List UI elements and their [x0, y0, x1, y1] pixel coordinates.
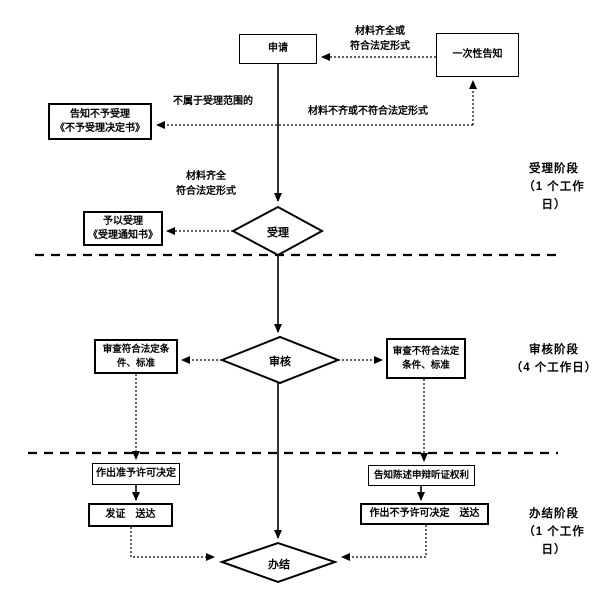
- node-accept-notice: 予以受理 《受理通知书》: [83, 211, 163, 246]
- node-grant-decision: 作出准予许可决定: [92, 463, 180, 485]
- node-apply: 申请: [239, 34, 317, 64]
- dotted-issue-to-finish: [130, 527, 215, 561]
- stage-label-review: 审核阶段 （4 个工作日）: [510, 344, 598, 374]
- finish-diamond-shape: [218, 541, 339, 584]
- node-one-time-notice: 一次性告知: [436, 33, 519, 77]
- stage-label-acceptance: 受理阶段 （1 个工作 日）: [523, 163, 585, 211]
- edge-label-not-in-scope: 不属于受理范围的: [173, 96, 253, 107]
- accept-diamond-shape: [230, 205, 325, 257]
- node-notify-rights: 告知陈述申辩听证权利: [368, 465, 475, 486]
- accept-diamond-label: 受理: [267, 227, 289, 239]
- node-review-fail: 审查不符合法定 条件、标准: [386, 338, 466, 379]
- dotted-deny-to-finish: [341, 525, 427, 561]
- edge-label-incomplete-or-invalid: 材料不齐或不符合法定形式: [308, 106, 428, 117]
- stage-label-completion: 办结阶段 （1 个工作 日）: [523, 508, 585, 556]
- node-issue-deliver: 发证 送达: [88, 503, 173, 527]
- node-reject-notice: 告知不予受理 《不予受理决定书》: [48, 103, 152, 140]
- review-diamond-shape: [219, 335, 341, 385]
- review-diamond-label: 审核: [269, 356, 291, 368]
- node-review-pass: 审查符合法定条 件、标准: [94, 339, 178, 374]
- node-deny-decision: 作出不予许可决定 送达: [360, 503, 489, 525]
- edge-label-complete-and-valid: 材料齐全 符合法定形式: [176, 171, 236, 197]
- edge-label-complete-or-valid: 材料齐全或 符合法定形式: [350, 26, 410, 52]
- finish-diamond-label: 办结: [268, 559, 290, 571]
